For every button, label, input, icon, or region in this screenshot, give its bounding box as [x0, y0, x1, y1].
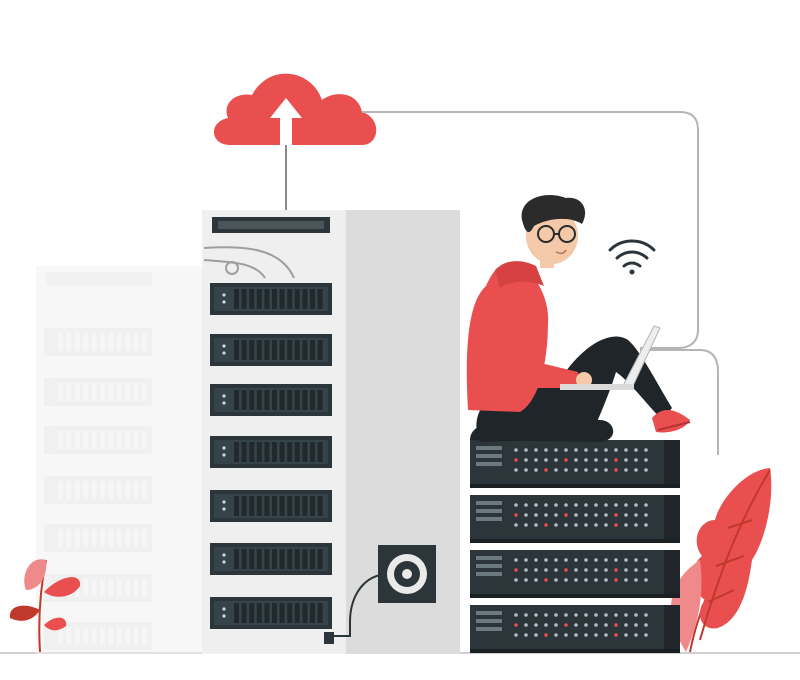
ghost-server-unit [44, 328, 152, 356]
server-unit [470, 550, 680, 598]
main-server-rack [202, 210, 460, 654]
fan-icon [324, 545, 436, 644]
server-unit [470, 440, 680, 488]
plant-icon [671, 468, 772, 653]
ghost-server-unit [44, 524, 152, 552]
laptop-icon [560, 325, 661, 390]
ghost-server-unit [44, 476, 152, 504]
server-unit [210, 283, 332, 315]
server-unit [210, 543, 332, 575]
cloud-upload-icon [213, 73, 377, 210]
server-unit [210, 384, 332, 416]
network-cable-2 [640, 349, 719, 455]
network-cable [362, 111, 699, 349]
server-unit [470, 495, 680, 543]
ghost-server-unit [44, 426, 152, 454]
plant-icon [9, 559, 81, 653]
server-stack [470, 440, 680, 653]
wifi-icon [608, 239, 656, 275]
server-unit [210, 334, 332, 366]
person-with-laptop [466, 194, 691, 442]
server-unit [210, 490, 332, 522]
server-unit [210, 597, 332, 629]
server-unit [210, 436, 332, 468]
server-unit [470, 605, 680, 653]
ghost-server-unit [44, 378, 152, 406]
